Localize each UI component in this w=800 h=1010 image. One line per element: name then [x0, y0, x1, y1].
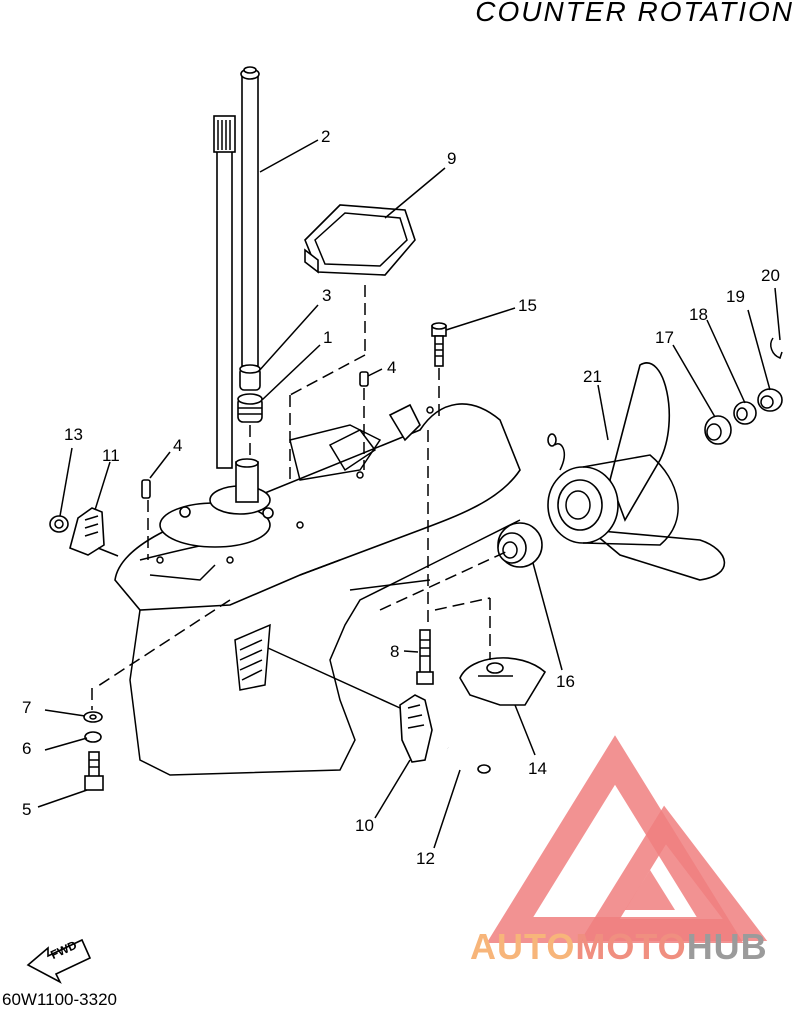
drive-shaft-2: [240, 66, 260, 367]
nut-19: [757, 388, 783, 412]
callout-16: 16: [556, 672, 575, 691]
callout-1: 1: [323, 328, 333, 347]
callout-14: 14: [528, 759, 547, 778]
callout-5: 5: [22, 800, 32, 819]
cotter-pin-20: [770, 337, 783, 359]
oil-seal-1: [237, 393, 263, 423]
bolt-12: [447, 746, 491, 774]
callout-6: 6: [22, 739, 32, 758]
callout-19: 19: [726, 287, 745, 306]
callout-7: 7: [22, 698, 32, 717]
drive-shaft-main: [213, 115, 236, 469]
washer-18: [733, 401, 757, 425]
propeller-21: [547, 362, 726, 581]
callout-4a: 4: [387, 358, 397, 377]
callout-20: 20: [761, 266, 780, 285]
dowel-pin-4b: [359, 371, 369, 387]
trim-tab-11: [69, 507, 105, 556]
callout-18: 18: [689, 305, 708, 324]
leader-lines: [37, 139, 781, 849]
assembly-lines: [91, 285, 511, 710]
washer-7: [83, 711, 103, 723]
callout-12: 12: [416, 849, 435, 868]
callout-2: 2: [321, 127, 331, 146]
lower-casing: [114, 403, 521, 776]
diagram-code: 60W1100-3320: [2, 990, 117, 1009]
callout-4b: 4: [173, 436, 183, 455]
washer-6: [84, 731, 102, 743]
washer-17: [704, 415, 732, 445]
callout-11: 11: [102, 446, 120, 465]
dowel-pin-4a: [141, 479, 151, 499]
callout-3: 3: [322, 286, 332, 305]
callout-15: 15: [518, 296, 537, 315]
callout-8: 8: [390, 642, 400, 661]
callout-9: 9: [447, 149, 457, 168]
callout-10: 10: [355, 816, 374, 835]
fwd-arrow-icon: [26, 938, 92, 984]
nut-13: [49, 515, 69, 533]
trim-tab-10: [399, 694, 433, 763]
watermark-part1: AUTO: [470, 926, 576, 967]
callout-13: 13: [64, 425, 83, 444]
gasket-9: [304, 204, 416, 276]
watermark-logo: [486, 735, 768, 943]
watermark-text: AUTOMOTOHUB: [470, 926, 768, 968]
callout-21: 21: [583, 367, 602, 386]
spacer-16: [497, 522, 543, 568]
bolt-15: [431, 322, 447, 367]
bolt-5: [84, 751, 104, 791]
bushing-3: [239, 364, 261, 391]
bolt-8: [416, 629, 434, 685]
diagram-title: COUNTER ROTATION: [475, 0, 794, 27]
watermark-part3: HUB: [686, 926, 768, 967]
anode-14: [459, 657, 547, 706]
callout-17: 17: [655, 328, 674, 347]
watermark-part2: MOTO: [575, 926, 687, 967]
